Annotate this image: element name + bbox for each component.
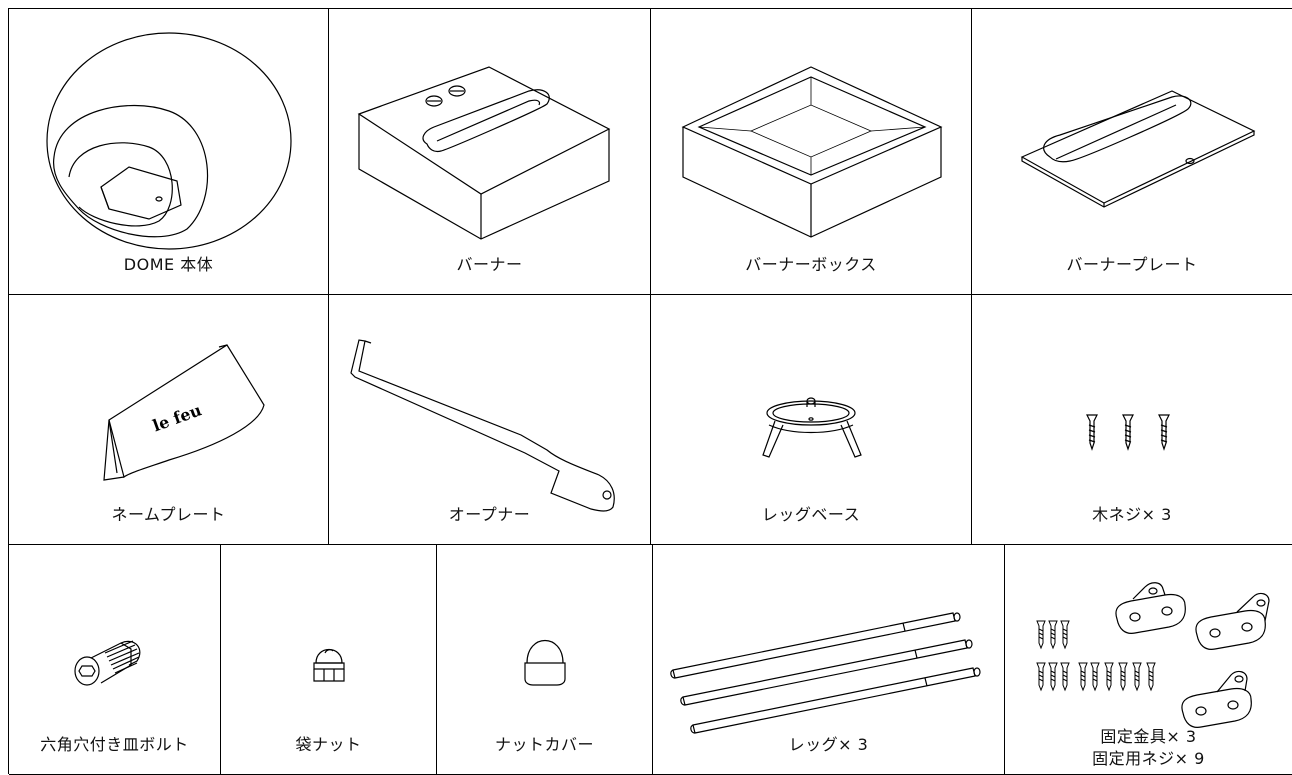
part-cell-bracket-set: 固定金具× 3 固定用ネジ× 9	[1005, 545, 1292, 775]
part-cell-opener: オープナー	[329, 295, 651, 545]
opener-icon	[329, 295, 651, 545]
fixing-bracket-3	[1182, 672, 1251, 728]
part-cell-nut-cover: ナットカバー	[437, 545, 653, 775]
hex-bolt-icon	[9, 545, 221, 775]
burner-plate-icon	[972, 9, 1292, 295]
cap-nut-icon	[221, 545, 437, 775]
part-label: レッグベース	[761, 505, 861, 524]
fixing-screws	[1037, 621, 1155, 690]
part-cell-wood-screw: 木ネジ× 3	[972, 295, 1292, 545]
name-plate-icon: le feu	[9, 295, 329, 545]
part-cell-cap-nut: 袋ナット	[221, 545, 437, 775]
fixing-bracket-2	[1196, 594, 1269, 650]
part-cell-burner-box: バーナーボックス	[651, 9, 972, 295]
burner-icon	[329, 9, 651, 295]
part-label: DOME 本体	[123, 255, 214, 274]
part-label: 袋ナット	[295, 735, 362, 754]
part-label: バーナー	[456, 255, 523, 274]
leg-base-icon	[651, 295, 972, 545]
part-label: 木ネジ× 3	[1092, 505, 1172, 524]
part-cell-leg: レッグ× 3	[653, 545, 1005, 775]
part-label: ナットカバー	[494, 735, 594, 754]
bracket-set-icon	[1005, 545, 1292, 775]
burner-box-icon	[651, 9, 972, 295]
part-cell-name-plate: le feu ネームプレート	[9, 295, 329, 545]
dome-body-icon	[9, 9, 329, 295]
leg-icon	[653, 545, 1005, 775]
part-cell-dome: DOME 本体	[9, 9, 329, 295]
part-label: 六角穴付き皿ボルト	[40, 735, 189, 754]
parts-list-grid: DOME 本体 バーナー バーナーボックス	[8, 8, 1292, 775]
part-label: バーナーボックス	[745, 255, 877, 274]
part-label: オープナー	[448, 505, 531, 524]
part-cell-burner: バーナー	[329, 9, 651, 295]
fixing-bracket-1	[1116, 583, 1185, 634]
part-label: ネームプレート	[111, 505, 226, 524]
nut-cover-icon	[437, 545, 653, 775]
engraving-text: le feu	[150, 400, 204, 435]
part-label: バーナープレート	[1066, 255, 1198, 274]
part-label-line1: 固定金具× 3	[1100, 727, 1197, 746]
part-cell-burner-plate: バーナープレート	[972, 9, 1292, 295]
part-label-line2: 固定用ネジ× 9	[1092, 749, 1205, 768]
part-cell-leg-base: レッグベース	[651, 295, 972, 545]
part-label: レッグ× 3	[788, 735, 869, 754]
part-cell-hex-bolt: 六角穴付き皿ボルト	[9, 545, 221, 775]
wood-screw-icon	[972, 295, 1292, 545]
